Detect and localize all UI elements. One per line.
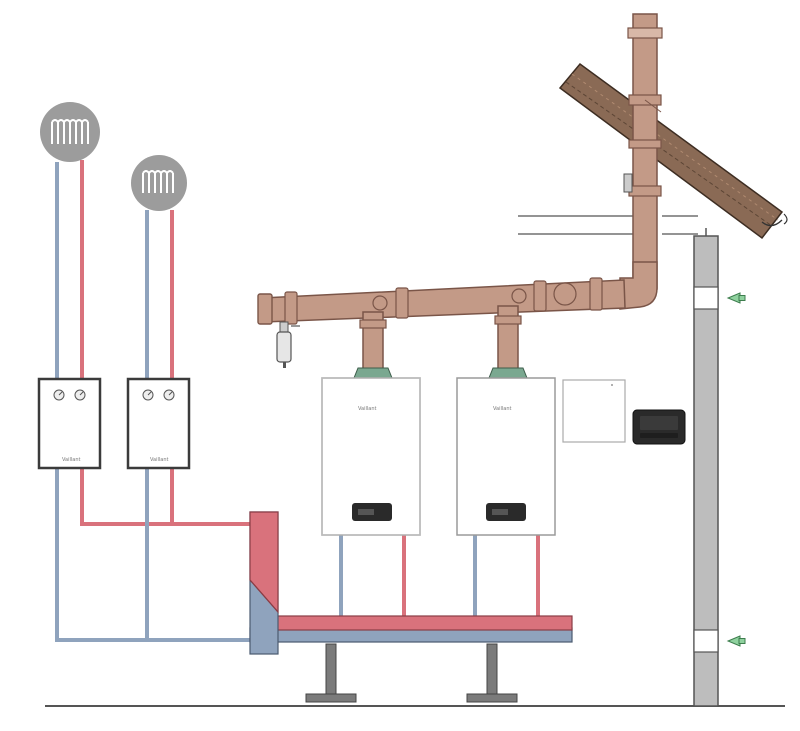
boiler-unit: Vaillant — [321, 377, 421, 536]
side-panel — [562, 379, 626, 443]
radiator-icon — [40, 102, 100, 162]
condensate-trap — [276, 321, 300, 368]
boiler-flue-drops — [353, 305, 528, 379]
pipework — [55, 160, 540, 642]
gauge-icon — [74, 389, 86, 401]
support-legs — [305, 643, 518, 703]
gauge-icon — [142, 389, 154, 401]
radiator-icon — [131, 155, 187, 211]
wall-shaft — [693, 228, 719, 707]
gauge-icon — [53, 389, 65, 401]
boiler-brand-label: Vaillant — [358, 406, 376, 412]
gauge-icon — [163, 389, 175, 401]
boiler-brand-label: Vaillant — [493, 406, 511, 412]
roof-guide-lines — [518, 215, 698, 235]
cylinder-brand-label: Vaillant — [150, 457, 168, 463]
vertical-flue — [623, 13, 663, 290]
air-inlet-arrow-icon — [726, 635, 746, 647]
horizontal-flue-header — [257, 277, 626, 325]
flue-elbow — [619, 261, 658, 310]
air-inlet-arrow-icon — [726, 292, 746, 304]
boiler-unit: Vaillant — [456, 377, 556, 536]
cylinder-unit: Vaillant — [37, 377, 102, 470]
cylinder-brand-label: Vaillant — [62, 457, 80, 463]
cylinder-unit: Vaillant — [126, 377, 191, 470]
low-loss-header — [249, 511, 573, 655]
system-controller — [632, 409, 686, 445]
roof — [558, 62, 788, 240]
